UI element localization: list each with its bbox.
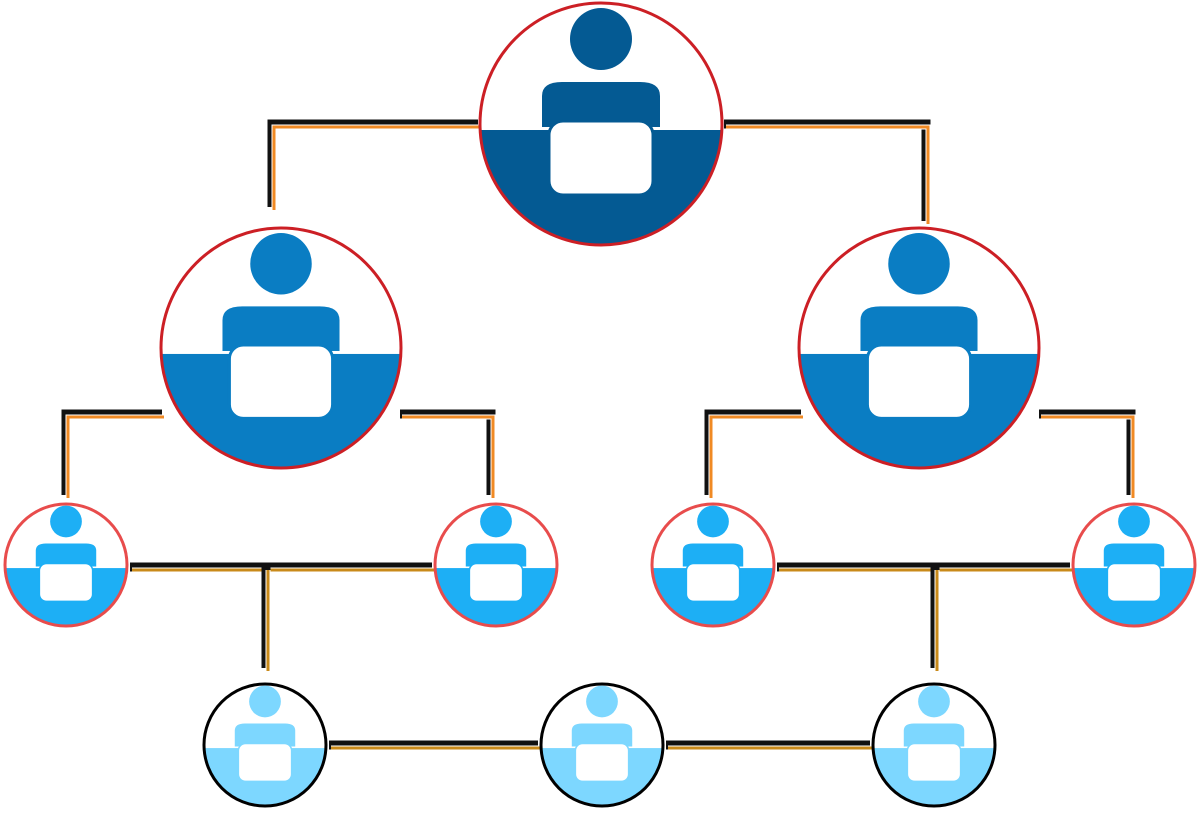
person-at-desk-icon	[436, 505, 556, 625]
node-member-1	[202, 682, 328, 808]
node-manager-right	[797, 226, 1041, 470]
connector-member-2-member-3	[666, 740, 872, 751]
person-at-desk-icon	[653, 505, 773, 625]
connector-left-lead-2	[400, 409, 496, 498]
node-lead-4	[1071, 502, 1197, 628]
node-member-3	[871, 682, 997, 808]
connector-right-lead-4	[1039, 409, 1136, 498]
connector-right-lead-3	[704, 409, 803, 498]
node-lead-3	[650, 502, 776, 628]
connector-member-1-member-2	[329, 740, 540, 751]
connector-bar-member-1	[261, 567, 271, 671]
connector-root-left	[267, 119, 480, 210]
connector-left-lead-1	[61, 409, 164, 498]
connector-root-right	[724, 119, 931, 224]
node-lead-2	[433, 502, 559, 628]
connector-lead-1-lead-2	[130, 562, 434, 573]
node-lead-1	[3, 502, 129, 628]
node-root	[478, 1, 724, 247]
nodes	[3, 1, 1197, 808]
node-manager-left	[159, 226, 403, 470]
connector-lead-3-lead-4	[777, 562, 1072, 573]
connectors	[61, 119, 1136, 751]
connector-bar-member-3	[930, 567, 940, 671]
person-at-desk-icon	[481, 8, 721, 244]
node-member-2	[539, 682, 665, 808]
